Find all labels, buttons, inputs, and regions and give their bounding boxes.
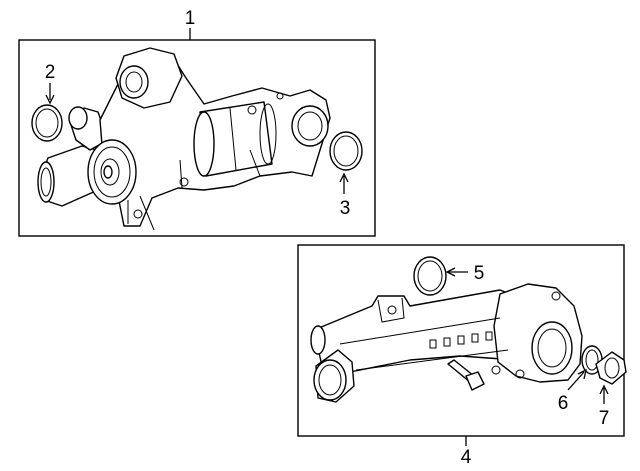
callout-2-arrow-icon	[45, 94, 55, 105]
callout-3-arrow-icon	[339, 172, 349, 183]
callout-6-leader	[567, 371, 585, 391]
callout-5[interactable]: 5	[474, 263, 485, 284]
oring-part-2[interactable]	[31, 104, 63, 142]
callout-2[interactable]: 2	[45, 62, 56, 83]
callout-6-arrow-icon	[577, 368, 587, 380]
oring-part-3[interactable]	[329, 131, 363, 171]
callout-6[interactable]: 6	[558, 393, 569, 414]
bolt-part[interactable]	[447, 359, 485, 391]
thermostat-housing-part-4[interactable]	[310, 283, 583, 403]
callout-1[interactable]: 1	[185, 8, 196, 29]
callout-5-arrow-icon	[445, 267, 456, 277]
lower-assembly-group: 4 5	[297, 244, 627, 468]
callout-7[interactable]: 7	[599, 408, 610, 429]
callout-7-arrow-icon	[599, 384, 609, 395]
upper-assembly-frame	[18, 39, 376, 237]
water-pump-housing-part-1[interactable]	[37, 47, 331, 231]
upper-assembly-group: 1 2	[18, 8, 376, 237]
oring-part-5[interactable]	[413, 256, 447, 296]
callout-3[interactable]: 3	[340, 198, 351, 219]
lower-assembly-frame	[297, 244, 625, 437]
cap-part-7[interactable]	[595, 351, 627, 385]
callout-4[interactable]: 4	[461, 447, 472, 468]
